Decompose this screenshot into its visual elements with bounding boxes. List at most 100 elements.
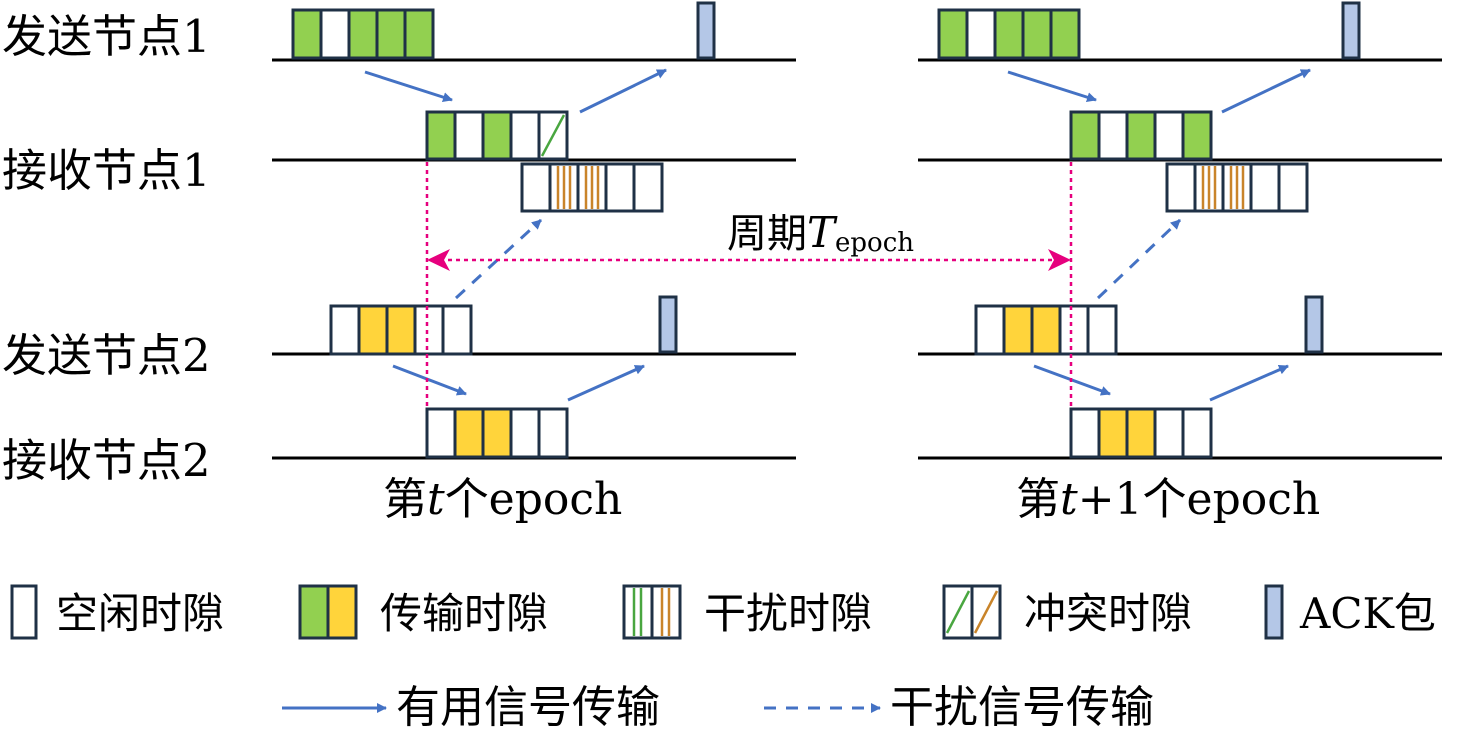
row-label-sender-1: 发送节点1: [2, 10, 211, 63]
useful-arrow-s1-tx-epoch-t: [364, 70, 453, 103]
slots-receiver-1-epoch-t: [425, 110, 569, 161]
transmit-slot: [291, 8, 323, 60]
slots-sender-2-epoch-t1: [974, 304, 1118, 356]
useful-arrow-s2-tx-epoch-t: [392, 364, 467, 396]
period-label-symbol: T: [807, 208, 838, 257]
idle-slot: [974, 304, 1006, 356]
legend: 空闲时隙 传输时隙 干扰时隙 冲突时隙 ACK包 有用信号传输 干扰信号传输: [10, 584, 1436, 733]
ack-packet-sender-1-epoch-t1: [1341, 1, 1361, 60]
legend-idle-swatch: [10, 584, 38, 640]
interference-arrow-epoch-t: [454, 218, 543, 300]
idle-slot: [509, 407, 541, 459]
ack-packets: [658, 1, 1361, 354]
useful-arrow-s1-tx-epoch-t1: [1007, 70, 1097, 103]
idle-slot: [1165, 162, 1197, 213]
idle-slot: [1069, 407, 1101, 459]
transmit-slot: [993, 8, 1025, 60]
legend-idle-label: 空闲时隙: [56, 589, 224, 638]
useful-arrow-s2-ack-epoch-t1: [1209, 364, 1289, 402]
period-arrow-right: [1048, 249, 1071, 271]
legend-interference-swatch-a: [622, 584, 654, 640]
epoch-t1-var: t: [1060, 474, 1078, 525]
period-label-main: 周期: [727, 211, 807, 257]
idle-slot: [1153, 407, 1185, 459]
idle-slot: [1181, 407, 1213, 459]
useful-arrow-s1-ack-epoch-t: [579, 68, 667, 114]
legend-transmit-green-swatch: [298, 584, 330, 640]
interference-signal-arrows: [454, 218, 1182, 300]
legend-collision-slash: [945, 590, 971, 634]
transmit-slot: [1125, 407, 1157, 459]
ack-packet-sender-2-epoch-t: [658, 295, 678, 354]
period-arrowheads: [427, 249, 1071, 271]
idle-slot: [965, 8, 997, 60]
idle-slot: [425, 407, 457, 459]
transmit-slot: [481, 407, 513, 459]
slots-sender-1-epoch-t: [291, 8, 435, 60]
transmit-slot: [1097, 407, 1129, 459]
slots-sender-1-epoch-t1: [937, 8, 1081, 60]
transmit-slot: [1002, 304, 1034, 356]
transmit-slot: [357, 304, 389, 356]
transmit-slot: [347, 8, 379, 60]
ack-packet-sender-2-epoch-t1: [1304, 295, 1324, 354]
idle-slot: [329, 304, 361, 356]
idle-slot: [520, 162, 552, 213]
legend-ack-label: ACK包: [1299, 589, 1436, 638]
interference-arrow-epoch-t1: [1096, 218, 1182, 300]
transmit-slot: [425, 110, 457, 161]
slots-receiver-1-interference-epoch-t1: [1165, 162, 1309, 213]
legend-useful-label: 有用信号传输: [396, 682, 660, 733]
epoch-label-t1: 第t+1个epoch: [1016, 474, 1320, 525]
transmit-slot: [1125, 110, 1157, 161]
epoch-t1-prefix: 第: [1016, 474, 1060, 525]
transmit-slot: [385, 304, 417, 356]
useful-arrow-s2-ack-epoch-t: [567, 364, 645, 402]
period-label-subscript: epoch: [835, 228, 914, 258]
period-arrow-left: [427, 249, 450, 271]
slot-blocks: [291, 8, 1309, 459]
collision-slash: [540, 114, 566, 157]
row-label-sender-2: 发送节点2: [2, 329, 211, 382]
transmit-slot: [1069, 110, 1101, 161]
epoch-t1-suffix: +1个epoch: [1078, 474, 1321, 525]
slots-receiver-2-epoch-t: [425, 407, 569, 459]
idle-slot: [1097, 110, 1129, 161]
idle-slot: [413, 304, 445, 356]
legend-interf-signal-label: 干扰信号传输: [890, 682, 1154, 733]
transmit-slot: [1181, 110, 1213, 161]
legend-interference-swatch-b: [650, 584, 682, 640]
idle-slot: [319, 8, 351, 60]
slots-receiver-2-epoch-t1: [1069, 407, 1213, 459]
slots-sender-2-epoch-t: [329, 304, 473, 356]
idle-slot: [441, 304, 473, 356]
transmit-slot: [937, 8, 969, 60]
idle-slot: [1249, 162, 1281, 213]
slots-receiver-1-epoch-t1: [1069, 110, 1213, 161]
idle-slot: [632, 162, 664, 213]
row-label-receiver-1: 接收节点1: [2, 144, 211, 197]
useful-arrow-s1-ack-epoch-t1: [1221, 68, 1311, 114]
epoch-t-suffix: 个epoch: [445, 474, 623, 525]
legend-collision-label: 冲突时隙: [1024, 589, 1192, 638]
legend-transmit-label: 传输时隙: [380, 589, 548, 638]
idle-slot: [1153, 110, 1185, 161]
transmit-slot: [1049, 8, 1081, 60]
idle-slot: [1058, 304, 1090, 356]
transmit-slot: [1021, 8, 1053, 60]
idle-slot: [509, 110, 541, 161]
epoch-t-prefix: 第: [383, 474, 427, 525]
transmit-slot: [481, 110, 513, 161]
transmit-slot: [453, 407, 485, 459]
epoch-label-t: 第t个epoch: [383, 474, 622, 525]
idle-slot: [537, 407, 569, 459]
idle-slot: [604, 162, 636, 213]
idle-slot: [1086, 304, 1118, 356]
idle-slot: [453, 110, 485, 161]
transmit-slot: [1030, 304, 1062, 356]
transmit-slot: [403, 8, 435, 60]
legend-collision-slash: [973, 590, 999, 634]
legend-ack-swatch: [1264, 584, 1284, 640]
